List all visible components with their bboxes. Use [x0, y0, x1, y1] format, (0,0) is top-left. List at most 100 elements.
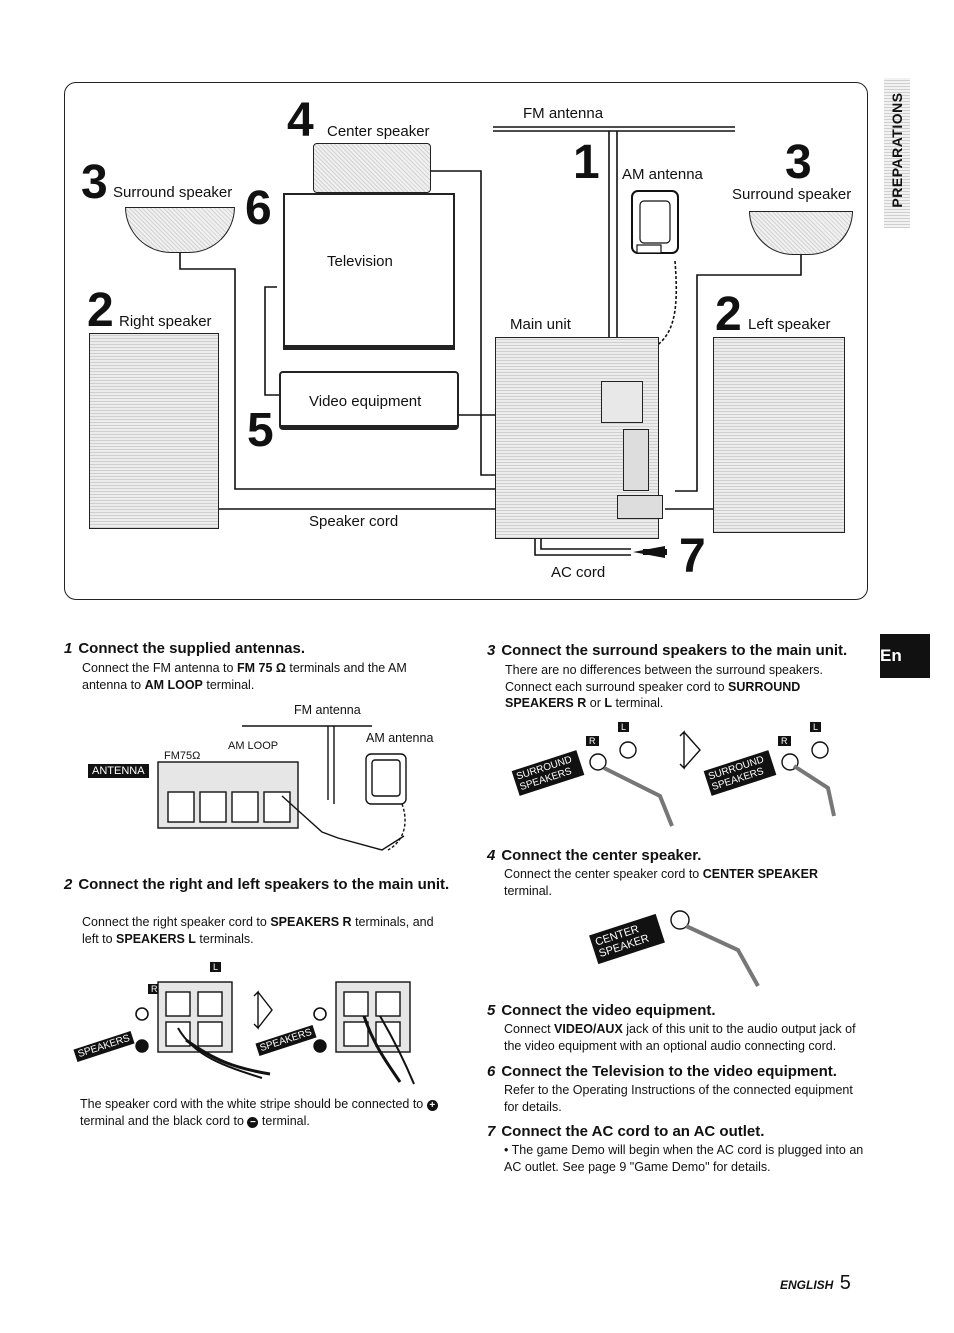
video-equipment	[279, 371, 459, 430]
section-5-body: Connect VIDEO/AUX jack of this unit to t…	[504, 1021, 866, 1054]
fig-am-antenna-label: AM antenna	[366, 731, 434, 745]
section-6-number: 6	[487, 1063, 496, 1080]
section-3-title-text: Connect the surround speakers to the mai…	[501, 642, 848, 659]
section-2-body: Connect the right speaker cord to SPEAKE…	[82, 914, 452, 947]
section-5-title-text: Connect the video equipment.	[501, 1002, 716, 1019]
fig3-badge-l-left: L	[618, 722, 630, 732]
fig4-drawing	[670, 910, 760, 987]
s7-text-1: • The game Demo will begin when the AC c…	[504, 1143, 864, 1174]
section-7-body: • The game Demo will begin when the AC c…	[504, 1142, 866, 1175]
section-4-number: 4	[487, 847, 496, 864]
s3-text-3: terminal.	[611, 696, 664, 710]
s2-text-1: Connect the right speaker cord to	[82, 915, 271, 929]
section-1-title-text: Connect the supplied antennas.	[78, 640, 306, 657]
s2-text-3: terminals.	[195, 931, 254, 946]
label-main-unit: Main unit	[510, 316, 571, 333]
fig-fm-antenna-label: FM antenna	[294, 703, 361, 717]
section-2-title: 2 Connect the right and left speakers to …	[64, 876, 454, 894]
footer-page-number: 5	[839, 1272, 851, 1294]
main-unit-terminals	[601, 381, 643, 423]
figure-surround-terminals: SURROUND SPEAKERS SURROUND SPEAKERS R L …	[510, 716, 850, 832]
section-3-number: 3	[487, 642, 496, 659]
section-3-body: There are no differences between the sur…	[505, 662, 865, 712]
s3-text-1: There are no differences between the sur…	[505, 663, 824, 694]
s5-bold-1: VIDEO/AUX	[554, 1022, 623, 1036]
language-tab: En	[880, 634, 930, 678]
figure-center-terminal: CENTER SPEAKER	[588, 904, 768, 990]
s2-note-3: terminal.	[258, 1113, 310, 1128]
s1-text-2: terminals and the AM antenna to	[82, 661, 407, 692]
section-2-number: 2	[64, 876, 73, 893]
s4-text-2: terminal.	[504, 883, 552, 898]
step-number-2-left: 2	[715, 288, 742, 341]
section-7-number: 7	[487, 1123, 496, 1140]
s2-note-2: terminal and the black cord to	[80, 1113, 248, 1128]
label-left-speaker: Left speaker	[748, 316, 831, 333]
section-6-title-text: Connect the Television to the video equi…	[501, 1063, 837, 1080]
s2-bold-1: SPEAKERS R	[270, 915, 352, 929]
main-unit-speaker-terminals	[617, 495, 663, 519]
label-fm-antenna: FM antenna	[523, 105, 604, 122]
section-1-body: Connect the FM antenna to FM 75 Ω termin…	[82, 660, 452, 693]
section-6-body: Refer to the Operating Instructions of t…	[504, 1082, 866, 1115]
main-unit-jacks	[623, 429, 649, 491]
section-2-title-text: Connect the right and left speakers to t…	[78, 876, 450, 893]
footer: ENGLISH 5	[780, 1272, 870, 1296]
step-number-6: 6	[245, 182, 272, 235]
footer-language: ENGLISH	[780, 1278, 834, 1292]
fig-antenna-drawing	[157, 725, 407, 851]
plus-terminal-icon: +	[426, 1100, 438, 1111]
step-number-7: 7	[679, 530, 706, 583]
minus-terminal-icon: −	[247, 1116, 259, 1128]
step-number-2-right: 2	[87, 284, 114, 337]
s2-text-2: terminals, and left to	[82, 915, 434, 946]
s4-text-1: Connect the center speaker cord to	[504, 867, 703, 881]
label-center-speaker: Center speaker	[327, 123, 430, 140]
section-4-body: Connect the center speaker cord to CENTE…	[504, 866, 866, 899]
s2-bold-2: SPEAKERS L	[116, 931, 196, 946]
s5-text-2: jack of this unit to the audio output ja…	[504, 1022, 856, 1053]
section-2-note: The speaker cord with the white stripe s…	[80, 1096, 450, 1129]
label-speaker-cord: Speaker cord	[309, 513, 399, 530]
s3-text-2: or	[586, 696, 605, 710]
step-number-5: 5	[247, 404, 274, 457]
step-number-4: 4	[287, 94, 314, 147]
section-4-title: 4 Connect the center speaker.	[487, 847, 877, 865]
fig-fm75-label: FM75Ω	[164, 750, 201, 762]
fig2-badge-r: R	[148, 984, 161, 994]
label-right-speaker: Right speaker	[119, 313, 212, 330]
s6-text-1: Refer to the Operating Instructions of t…	[504, 1083, 853, 1114]
fig3-badge-r-left: R	[586, 736, 599, 746]
fig3-badge-r-right: R	[778, 736, 791, 746]
section-1-number: 1	[64, 640, 73, 657]
step-number-3-right: 3	[785, 136, 812, 189]
label-surround-speaker-right: Surround speaker	[732, 186, 852, 203]
s3-bold-1: SURROUND SPEAKERS R	[505, 679, 801, 711]
figure-antenna: FM antenna AM antenna ANTENNA FM75Ω AM L…	[82, 700, 452, 860]
section-5-number: 5	[487, 1002, 496, 1019]
s1-text-1: Connect the FM antenna to	[82, 661, 237, 675]
fig2-drawing	[135, 981, 415, 1085]
label-ac-cord: AC cord	[551, 564, 606, 581]
center-speaker	[313, 143, 431, 193]
s4-bold-1: CENTER SPEAKER	[702, 867, 819, 881]
side-tab-text: PREPARATIONS	[889, 92, 905, 208]
label-am-antenna: AM antenna	[622, 166, 703, 183]
section-3-title: 3 Connect the surround speakers to the ma…	[487, 642, 877, 660]
s2-note-1: The speaker cord with the white stripe s…	[80, 1097, 427, 1111]
fig2-badge-l: L	[210, 962, 222, 972]
left-speaker	[713, 337, 845, 533]
fig3-badge-l-right: L	[810, 722, 822, 732]
s1-text-3: terminal.	[202, 677, 255, 692]
section-1-title: 1 Connect the supplied antennas.	[64, 640, 444, 658]
section-4-title-text: Connect the center speaker.	[501, 847, 702, 864]
label-surround-speaker-left: Surround speaker	[113, 184, 233, 201]
label-video-equipment: Video equipment	[309, 393, 422, 410]
s1-bold-2: AM LOOP	[144, 677, 203, 692]
fig-am-loop-label: AM LOOP	[228, 740, 279, 752]
television	[283, 193, 455, 350]
fig-antenna-badge: ANTENNA	[88, 764, 149, 778]
s3-bold-2: L	[604, 696, 612, 710]
side-tab-preparations: PREPARATIONS	[884, 78, 910, 228]
